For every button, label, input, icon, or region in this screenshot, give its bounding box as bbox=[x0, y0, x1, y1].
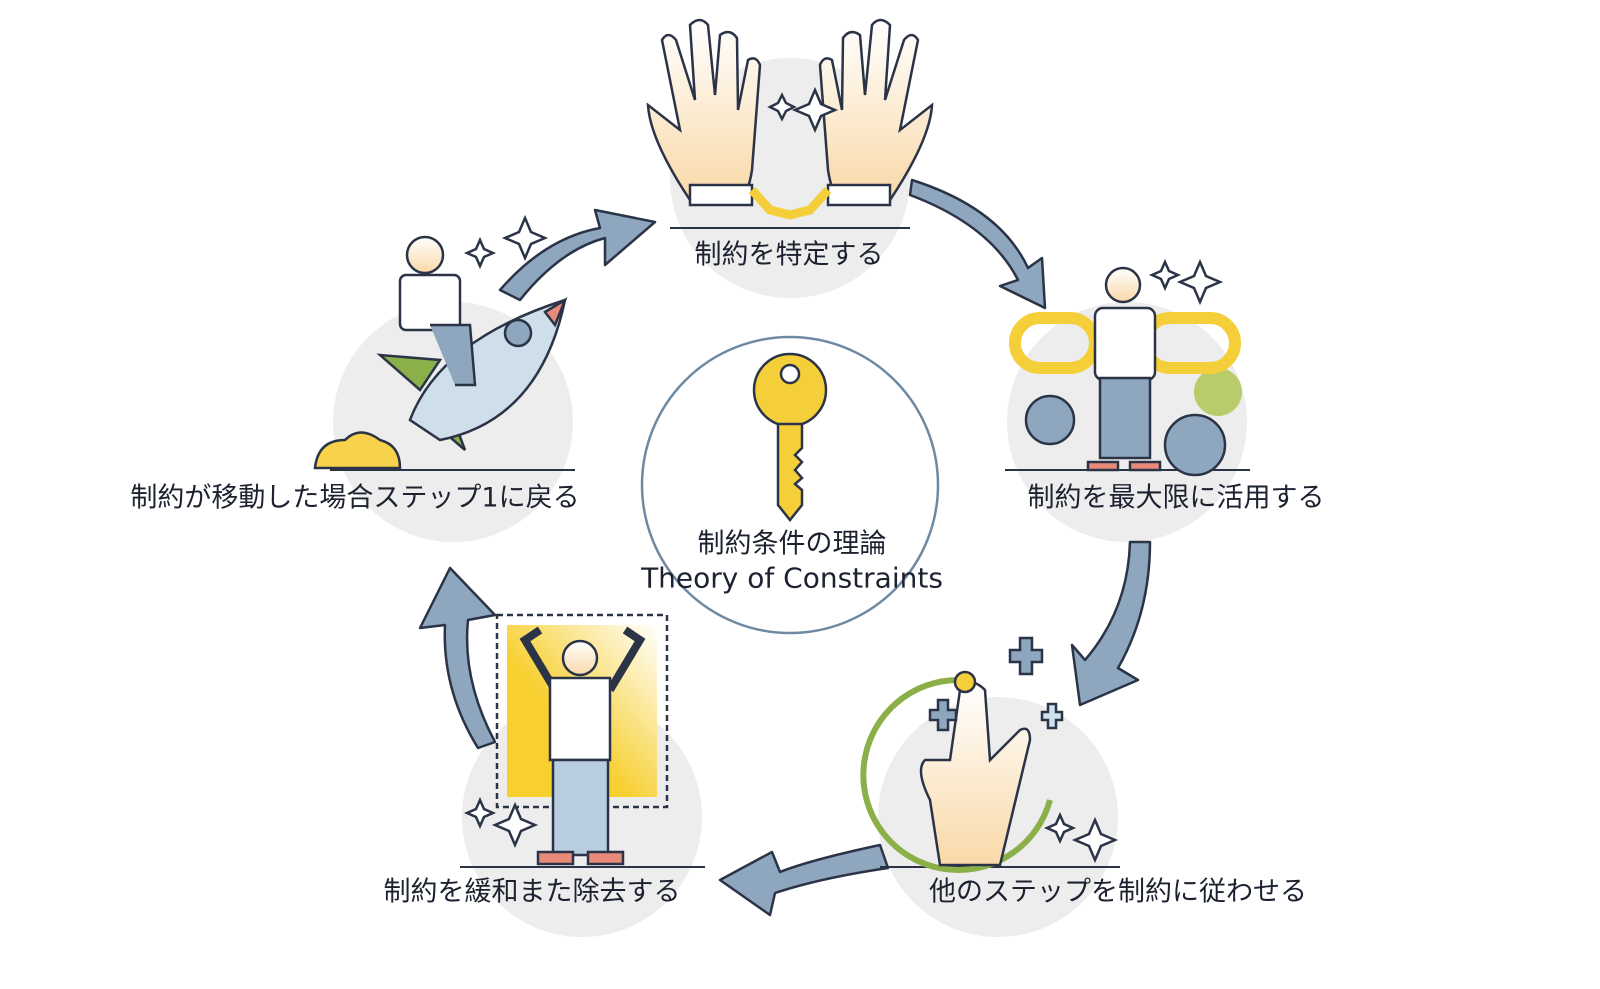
step-label-subordinate: 他のステップを制約に従わせる bbox=[929, 876, 1307, 908]
center-title-japanese: 制約条件の理論 bbox=[697, 528, 887, 560]
arrow-3-to-4 bbox=[718, 843, 890, 917]
cycle-arrows bbox=[418, 178, 1152, 917]
person-breaking-out-icon bbox=[463, 613, 669, 866]
arrow-1-to-2 bbox=[908, 178, 1047, 310]
step-label-repeat: 制約が移動した場合ステップ1に戻る bbox=[130, 482, 580, 514]
arrow-5-to-1 bbox=[498, 208, 657, 302]
step-label-elevate: 制約を緩和また除去する bbox=[383, 876, 681, 908]
center-title-english: Theory of Constraints bbox=[641, 561, 943, 595]
handcuffed-hands-icon bbox=[646, 18, 934, 220]
arrow-4-to-5 bbox=[418, 566, 497, 750]
pointing-hand-icon bbox=[860, 636, 1119, 873]
key-icon bbox=[752, 352, 828, 523]
person-with-chains-and-gears-icon bbox=[1009, 258, 1242, 477]
step-label-identify: 制約を特定する bbox=[694, 239, 884, 271]
step-label-exploit: 制約を最大限に活用する bbox=[1027, 482, 1325, 514]
arrow-2-to-3 bbox=[1070, 540, 1152, 707]
person-riding-rocket-icon bbox=[313, 214, 568, 470]
center-ring bbox=[640, 335, 940, 635]
